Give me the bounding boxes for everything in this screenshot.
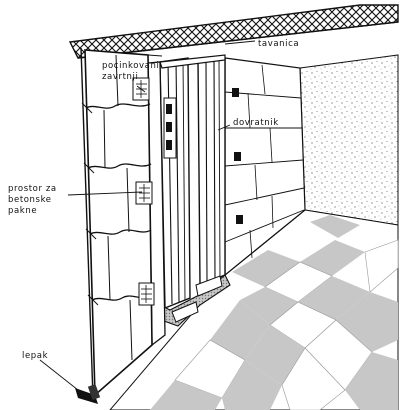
door-frame <box>149 54 231 327</box>
label-galvanized-screws-line1: pocinkovani <box>102 61 159 71</box>
leader-lines <box>39 40 256 391</box>
dowel-box-lower <box>138 282 155 306</box>
label-ceiling: tavanica <box>258 39 299 49</box>
floor-tiles <box>109 209 399 410</box>
ceiling-slab <box>68 4 399 59</box>
label-galvanized-screws-line2: zavrtnji <box>102 72 138 82</box>
label-concrete-dowel-space-line2: betonske <box>8 195 52 205</box>
dowel-box-middle <box>135 181 153 205</box>
label-concrete-dowel-space-line3: pakne <box>8 206 37 216</box>
label-concrete-dowel-space-line1: prostor za <box>8 184 57 194</box>
front-partition-wall <box>75 47 166 404</box>
label-frame: dovratnik <box>233 118 279 128</box>
label-adhesive: lepak <box>22 351 48 361</box>
back-wall <box>299 54 399 226</box>
